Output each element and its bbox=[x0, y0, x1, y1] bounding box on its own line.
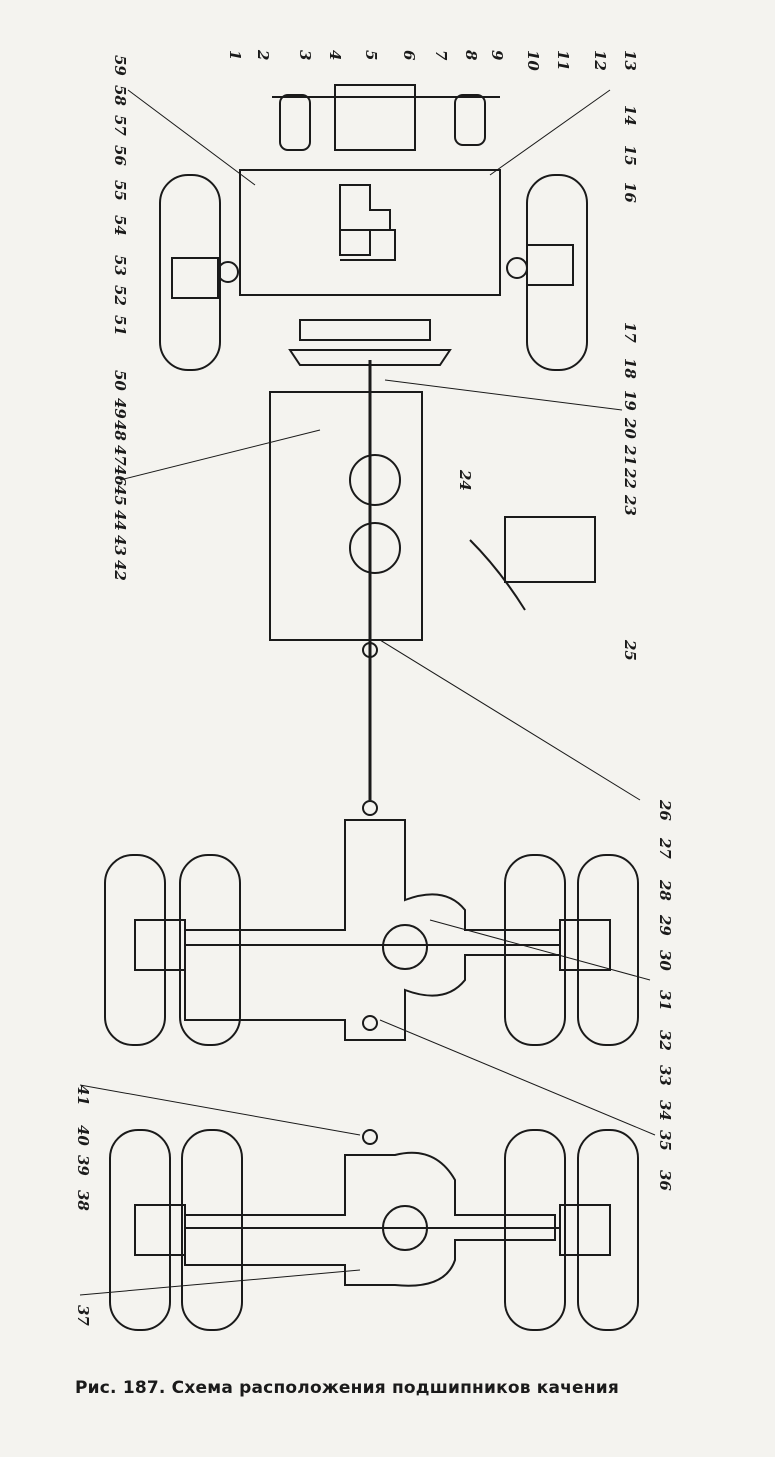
callout-28: 28 bbox=[656, 879, 674, 901]
middle-right-wheel-outer bbox=[577, 854, 639, 1046]
callout-18: 18 bbox=[621, 358, 639, 379]
figure-caption: Рис. 187. Схема расположения подшипников… bbox=[75, 1378, 619, 1398]
callout-57: 57 bbox=[111, 115, 129, 136]
callout-35: 35 bbox=[656, 1130, 674, 1151]
callout-54: 54 bbox=[111, 215, 129, 236]
rear-axle-housing bbox=[184, 1151, 556, 1287]
callout-52: 52 bbox=[111, 285, 129, 306]
callout-36: 36 bbox=[656, 1170, 674, 1191]
callout-6: 6 bbox=[400, 50, 418, 61]
callout-19: 19 bbox=[621, 390, 639, 411]
callout-56: 56 bbox=[111, 145, 129, 166]
callout-22: 22 bbox=[621, 467, 639, 489]
gearbox-housing bbox=[269, 391, 423, 641]
callout-32: 32 bbox=[656, 1030, 674, 1051]
callout-42: 42 bbox=[111, 560, 129, 581]
callout-34: 34 bbox=[656, 1100, 674, 1121]
middle-left-wheel-inner bbox=[179, 854, 241, 1046]
callout-27: 27 bbox=[656, 837, 674, 859]
callout-41: 41 bbox=[74, 1085, 92, 1106]
callout-45: 45 bbox=[111, 485, 129, 506]
callout-3: 3 bbox=[296, 50, 314, 60]
callout-38: 38 bbox=[74, 1190, 92, 1211]
callout-2: 2 bbox=[254, 49, 272, 60]
callout-51: 51 bbox=[111, 315, 129, 336]
callout-37: 37 bbox=[74, 1305, 92, 1326]
leader-lines bbox=[79, 89, 656, 1296]
callout-14: 14 bbox=[621, 105, 639, 126]
callout-46: 46 bbox=[111, 465, 129, 486]
callout-15: 15 bbox=[621, 145, 639, 166]
callout-48: 48 bbox=[111, 420, 129, 441]
callout-50: 50 bbox=[111, 370, 129, 391]
callout-53: 53 bbox=[111, 255, 129, 276]
callout-26: 26 bbox=[656, 799, 674, 821]
callout-4: 4 bbox=[326, 50, 344, 60]
callout-59: 59 bbox=[111, 55, 129, 76]
callout-24: 24 bbox=[456, 469, 474, 491]
callout-21: 21 bbox=[621, 444, 639, 466]
callout-11: 11 bbox=[554, 50, 572, 71]
engine-block bbox=[239, 169, 501, 296]
callout-20: 20 bbox=[621, 417, 639, 439]
rear-right-wheel-inner bbox=[504, 1129, 566, 1331]
callout-12: 12 bbox=[591, 50, 609, 71]
callout-9: 9 bbox=[488, 50, 506, 61]
front-right-wheel bbox=[526, 174, 588, 371]
callout-13: 13 bbox=[621, 50, 639, 71]
callout-7: 7 bbox=[432, 50, 450, 61]
callout-10: 10 bbox=[524, 50, 542, 71]
callout-17: 17 bbox=[621, 322, 639, 343]
callout-33: 33 bbox=[656, 1065, 674, 1086]
middle-left-wheel-outer bbox=[104, 854, 166, 1046]
callout-43: 43 bbox=[111, 535, 129, 556]
callout-40: 40 bbox=[74, 1125, 92, 1146]
callout-30: 30 bbox=[656, 950, 674, 971]
callout-47: 47 bbox=[111, 445, 129, 466]
middle-right-wheel-inner bbox=[504, 854, 566, 1046]
callout-1: 1 bbox=[226, 50, 244, 60]
middle-axle-housing bbox=[184, 819, 561, 1041]
callout-5: 5 bbox=[362, 50, 380, 60]
callout-58: 58 bbox=[111, 85, 129, 106]
callout-23: 23 bbox=[621, 494, 639, 516]
callout-55: 55 bbox=[111, 180, 129, 201]
auxiliary-inset bbox=[504, 516, 596, 583]
callout-29: 29 bbox=[656, 914, 674, 936]
front-left-wheel bbox=[159, 174, 221, 371]
callout-44: 44 bbox=[111, 510, 129, 531]
callout-31: 31 bbox=[656, 990, 674, 1011]
front-left-hub bbox=[171, 257, 219, 299]
callout-49: 49 bbox=[111, 398, 129, 419]
callout-16: 16 bbox=[621, 182, 639, 203]
callout-25: 25 bbox=[621, 639, 639, 661]
rear-left-wheel-inner bbox=[181, 1129, 243, 1331]
rear-right-wheel-outer bbox=[577, 1129, 639, 1331]
callout-39: 39 bbox=[74, 1155, 92, 1176]
rear-left-wheel-outer bbox=[109, 1129, 171, 1331]
callout-8: 8 bbox=[462, 50, 480, 61]
front-right-hub bbox=[526, 244, 574, 286]
